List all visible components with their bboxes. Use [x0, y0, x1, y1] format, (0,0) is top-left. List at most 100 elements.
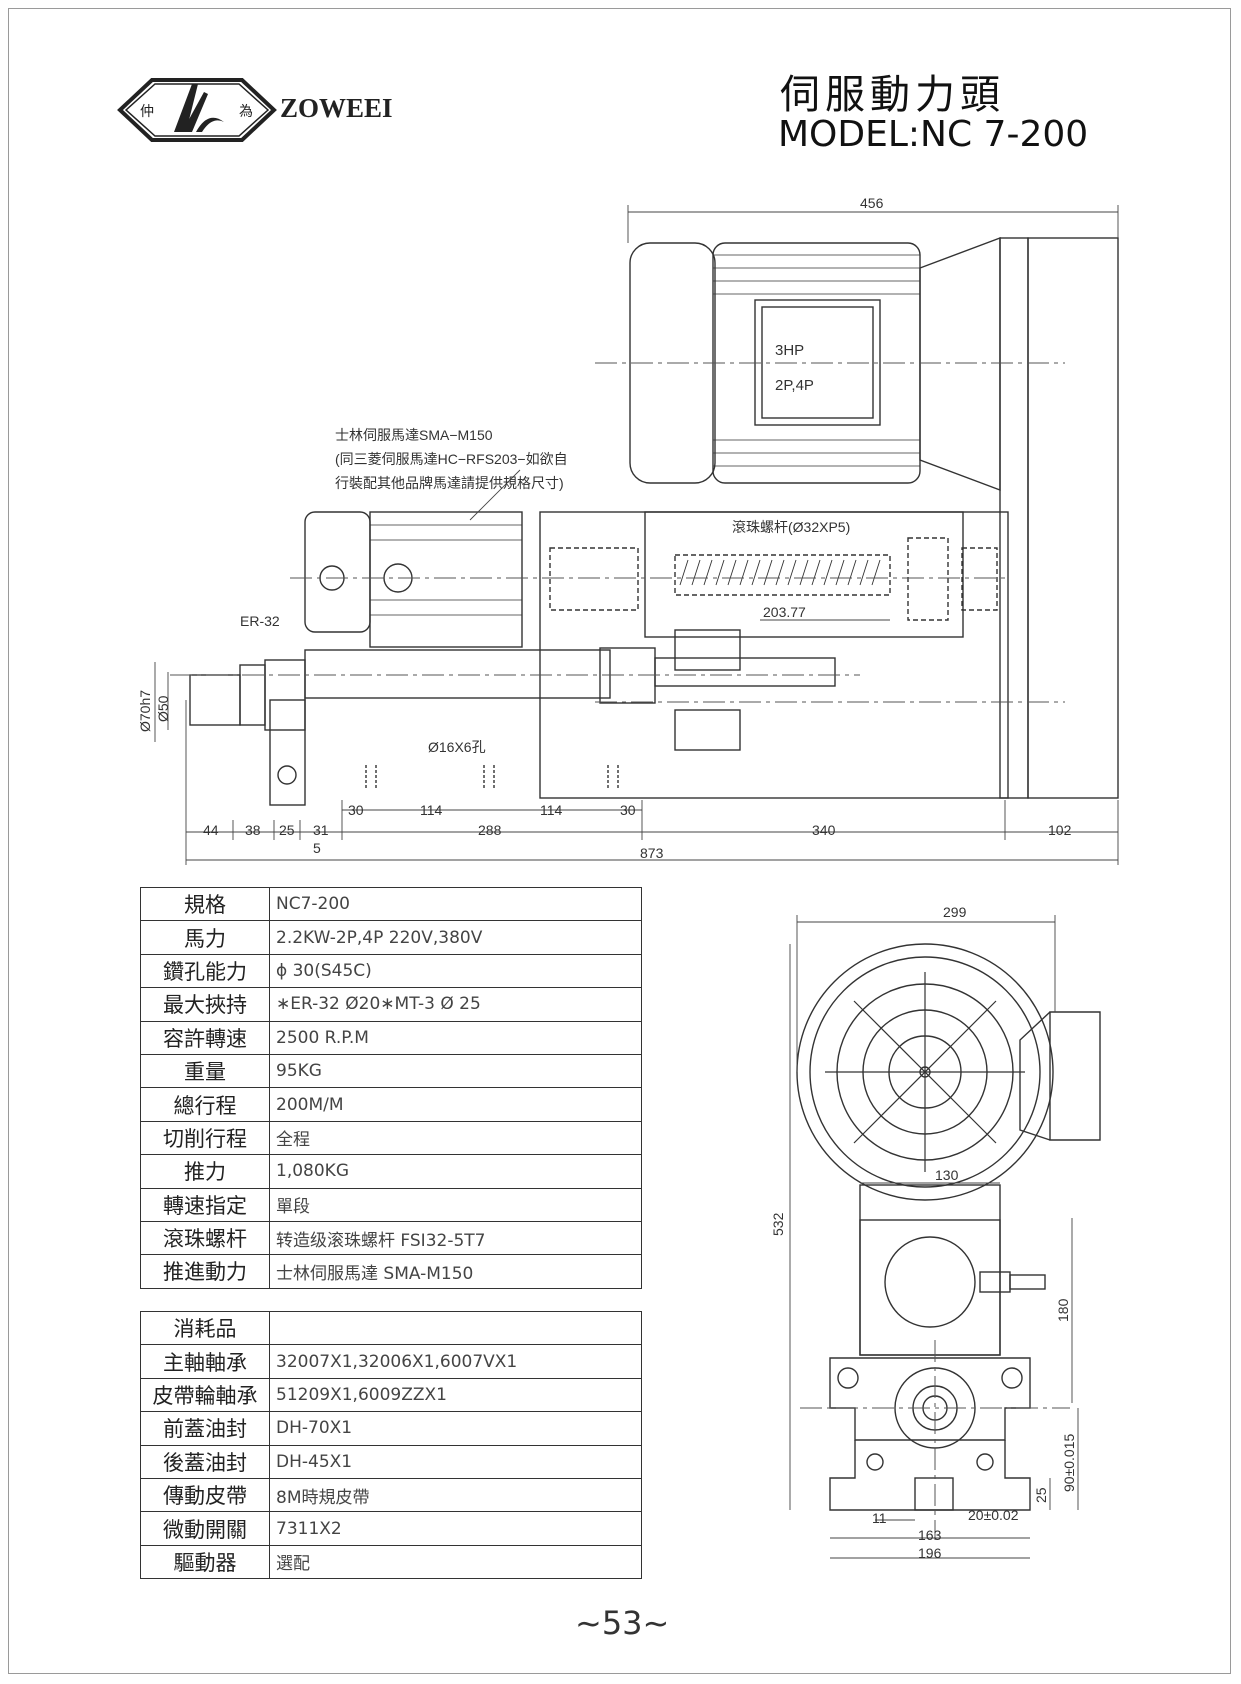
ballscrew [674, 554, 891, 596]
motor-power: 3HP [775, 342, 804, 359]
consumable-value [269, 1310, 642, 1346]
mounting-base [1027, 237, 1119, 799]
dim-seg-340: 340 [812, 822, 836, 838]
model-title: MODEL:NC 7-200 [778, 114, 1089, 155]
spec-key: 鑽孔能力 [140, 953, 270, 989]
dim-total: 873 [640, 845, 664, 861]
consumable-key: 皮帶輪軸承 [140, 1377, 270, 1413]
spec-value: 全程 [269, 1120, 642, 1156]
consumable-key: 主軸軸承 [140, 1344, 270, 1379]
dim-hole-4: 30 [620, 802, 636, 818]
dim-base-outer: 196 [918, 1545, 942, 1561]
consumable-value: 32007X1,32006X1,6007VX1 [269, 1344, 642, 1379]
consumable-value: 7311X2 [269, 1511, 642, 1546]
servo-end-cap [304, 511, 371, 633]
spec-value: 單段 [269, 1187, 642, 1222]
seal-right: 為 [239, 104, 253, 120]
spec-value: 士林伺服馬達 SMA-M150 [269, 1254, 642, 1289]
mounting-plate [999, 237, 1029, 799]
consumable-value: 8M時規皮帶 [269, 1477, 642, 1513]
spec-key: 容許轉速 [140, 1020, 270, 1055]
table-row: 切削行程全程 [140, 1120, 642, 1156]
dim-small-5: 5 [313, 840, 321, 856]
table-row: 推進動力士林伺服馬達 SMA-M150 [140, 1254, 642, 1289]
motor-flange [919, 236, 1001, 492]
servo-flange [884, 1236, 976, 1328]
consumable-key: 消耗品 [140, 1310, 270, 1346]
dim-base-inner: 163 [918, 1527, 942, 1543]
page-title: 伺服動力頭 [780, 72, 1005, 118]
page-number: ~53~ [575, 1604, 670, 1642]
table-row: 滾珠螺杆转造级滚珠螺杆 FSI32-5T7 [140, 1220, 642, 1256]
consumable-key: 驅動器 [140, 1544, 270, 1580]
spec-value: 2500 R.P.M [269, 1020, 642, 1055]
spec-value: ∗ER-32 Ø20∗MT-3 Ø 25 [269, 987, 642, 1022]
side-terminal [1049, 1011, 1101, 1141]
spec-key: 總行程 [140, 1087, 270, 1122]
consumable-key: 後蓋油封 [140, 1444, 270, 1479]
consumable-key: 傳動皮帶 [140, 1477, 270, 1513]
spec-key: 推進動力 [140, 1254, 270, 1289]
spec-key: 重量 [140, 1053, 270, 1089]
spec-key: 轉速指定 [140, 1187, 270, 1222]
seal-left: 仲 [140, 104, 154, 120]
holes-label: Ø16X6孔 [428, 739, 486, 755]
table-row: 轉速指定單段 [140, 1187, 642, 1222]
table-row: 驅動器選配 [140, 1544, 642, 1580]
servo-note-3: 行裝配其他品牌馬達請提供規格尺寸) [335, 475, 564, 491]
consumable-value: DH-70X1 [269, 1411, 642, 1446]
dim-key-tol: 20±0.02 [968, 1507, 1019, 1523]
brand-logo: 仲 為 [117, 78, 277, 142]
spec-value: 2.2KW-2P,4P 220V,380V [269, 920, 642, 955]
dim-seg-25: 25 [279, 822, 295, 838]
ballscrew-length: 203.77 [763, 604, 806, 620]
consumable-value: 51209X1,6009ZZX1 [269, 1377, 642, 1413]
dim-key-width: 11 [872, 1510, 887, 1526]
consumable-key: 前蓋油封 [140, 1411, 270, 1446]
servo-note-2: (同三菱伺服馬達HC−RFS203−如欲自 [335, 451, 568, 467]
table-row: 消耗品 [140, 1310, 642, 1346]
dim-seg-288: 288 [478, 822, 502, 838]
keyway [914, 1477, 954, 1511]
spec-value: 转造级滚珠螺杆 FSI32-5T7 [269, 1220, 642, 1256]
consumable-value: 選配 [269, 1544, 642, 1580]
spec-key: 滾珠螺杆 [140, 1220, 270, 1256]
table-row: 最大挾持∗ER-32 Ø20∗MT-3 Ø 25 [140, 987, 642, 1022]
spec-value: 1,080KG [269, 1154, 642, 1189]
servo-motor [369, 511, 523, 648]
spec-value: NC7-200 [269, 886, 642, 922]
dim-box-width: 130 [935, 1167, 959, 1183]
collet [189, 674, 241, 726]
consumable-value: DH-45X1 [269, 1444, 642, 1479]
dia-inner-label: Ø50 [155, 695, 171, 722]
dim-box-height: 180 [1055, 1298, 1071, 1322]
dim-seg-38: 38 [245, 822, 261, 838]
dim-front-width: 299 [943, 904, 967, 920]
spec-value: 200M/M [269, 1087, 642, 1122]
spec-key: 最大挾持 [140, 987, 270, 1022]
mount-flange [829, 1357, 1031, 1441]
page-frame [8, 8, 1231, 1674]
dim-slot-height: 90±0.015 [1061, 1433, 1077, 1492]
servo-note-1: 士林伺服馬達SMA−M150 [335, 427, 493, 443]
dim-total-top: 456 [860, 195, 884, 211]
housing-front [859, 1184, 1001, 1356]
spec-key: 規格 [140, 886, 270, 922]
dim-seg-44: 44 [203, 822, 219, 838]
dim-seg-31: 31 [313, 822, 329, 838]
spec-key: 切削行程 [140, 1120, 270, 1156]
collet-label: ER-32 [240, 613, 280, 629]
